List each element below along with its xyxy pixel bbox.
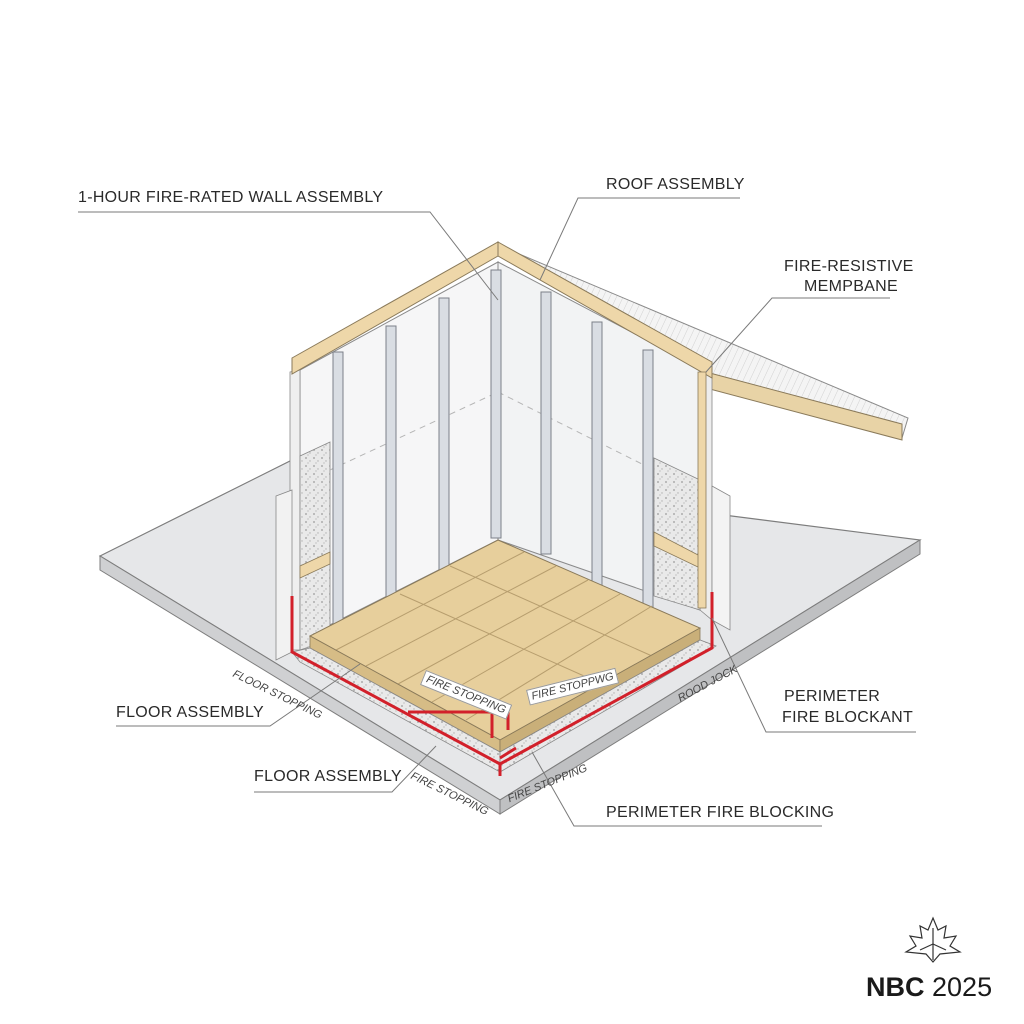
label-perimeter-fire-blocking: PERIMETER FIRE BLOCKING [606, 804, 835, 821]
maple-leaf-icon [904, 916, 962, 963]
label-perimeter-blockant-line1: PERIMETER [784, 688, 881, 705]
wall-assembly [275, 241, 731, 661]
label-floor-assembly-2: FLOOR ASSEMBLY [254, 768, 402, 785]
brand-bold: NBC [866, 972, 925, 1002]
label-perimeter-blockant-line2: FIRE BLOCKANT [782, 709, 914, 726]
brand-mark: NBC 2025 [866, 972, 992, 1003]
label-membrane-line1: FIRE-RESISTIVE [784, 258, 914, 275]
label-wall-assembly: 1-HOUR FIRE-RATED WALL ASSEMBLY [78, 189, 384, 206]
label-floor-assembly-1: FLOOR ASSEMBLY [116, 704, 264, 721]
label-membrane-line2: MEMPBANE [804, 278, 898, 295]
leader-lines [78, 197, 916, 827]
label-roof-assembly: ROOF ASSEMBLY [606, 176, 745, 193]
brand-year: 2025 [932, 972, 993, 1002]
